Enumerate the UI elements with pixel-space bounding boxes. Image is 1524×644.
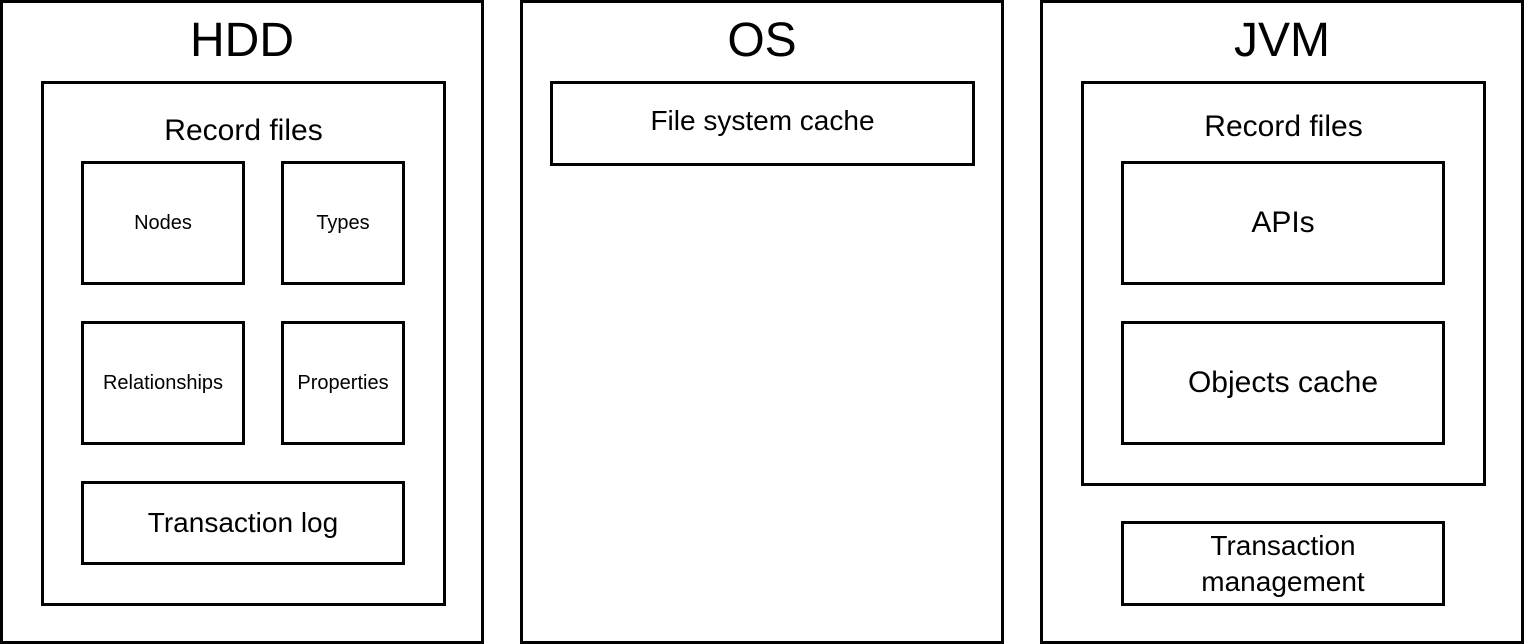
objects-cache-label: Objects cache (1187, 366, 1379, 399)
types-box: Types (281, 161, 405, 285)
hdd-record-files-title: Record files (164, 114, 323, 147)
os-panel: OS File system cache (520, 0, 1004, 644)
jvm-record-files-title: Record files (1204, 110, 1363, 143)
nodes-label: Nodes (134, 211, 192, 234)
jvm-record-files-box: Record files APIs Objects cache (1081, 81, 1486, 486)
hdd-record-files-box: Record files Nodes Types Relationships P… (41, 81, 446, 606)
apis-label: APIs (1251, 206, 1315, 239)
jvm-title: JVM (1234, 14, 1330, 67)
apis-box: APIs (1121, 161, 1445, 285)
transaction-management-line2: management (1201, 565, 1365, 597)
types-label: Types (316, 211, 370, 234)
relationships-box: Relationships (81, 321, 245, 445)
transaction-management-line1: Transaction (1210, 529, 1356, 561)
transaction-management-box: Transaction management (1121, 521, 1445, 606)
properties-label: Properties (297, 371, 389, 394)
jvm-panel: JVM Record files APIs Objects cache Tran… (1040, 0, 1524, 644)
transaction-log-box: Transaction log (81, 481, 405, 565)
os-title: OS (727, 14, 797, 67)
hdd-panel: HDD Record files Nodes Types Relationshi… (0, 0, 484, 644)
hdd-title: HDD (190, 14, 294, 67)
nodes-box: Nodes (81, 161, 245, 285)
objects-cache-box: Objects cache (1121, 321, 1445, 445)
relationships-label: Relationships (102, 371, 224, 394)
file-system-cache-label: File system cache (650, 104, 875, 136)
transaction-log-label: Transaction log (147, 507, 339, 538)
properties-box: Properties (281, 321, 405, 445)
file-system-cache-box: File system cache (550, 81, 975, 166)
